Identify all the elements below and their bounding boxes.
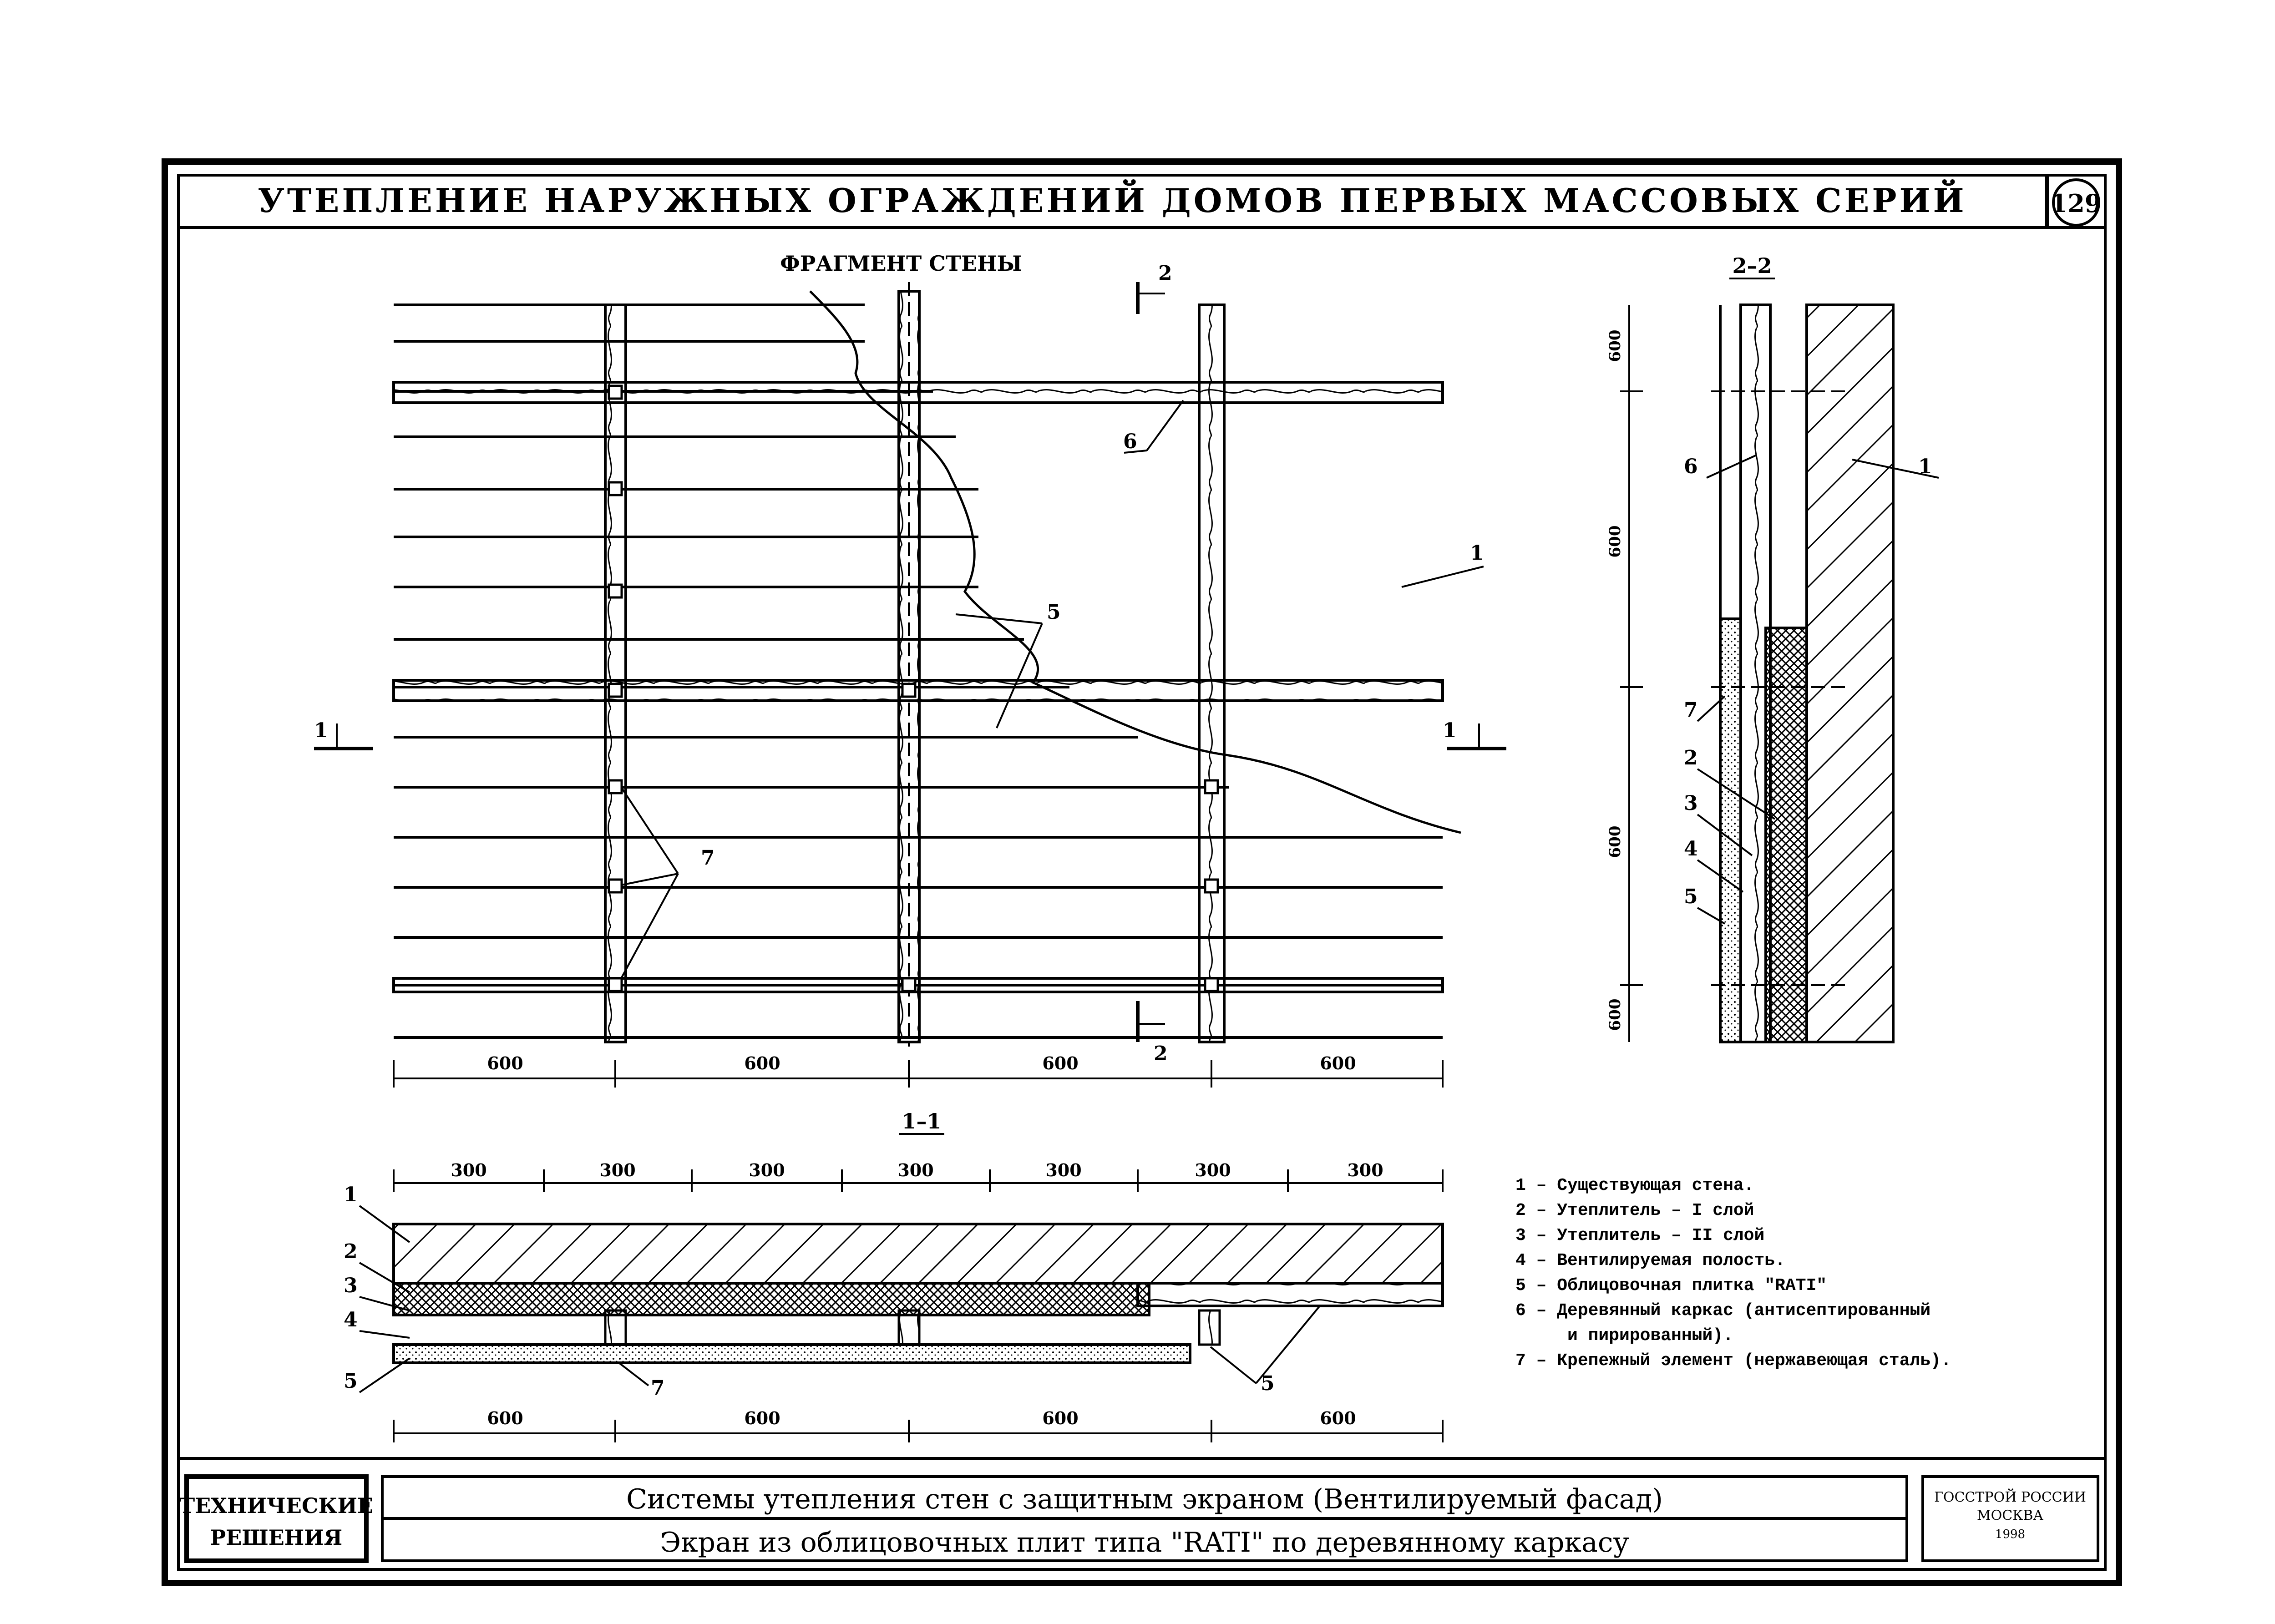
title-block-left-line2: РЕШЕНИЯ bbox=[210, 1525, 343, 1550]
page-title: УТЕПЛЕНИЕ НАРУЖНЫХ ОГРАЖДЕНИЙ ДОМОВ ПЕРВ… bbox=[258, 179, 1966, 220]
dim-1-1-top-5: 300 bbox=[1045, 1160, 1081, 1180]
vertical-stud bbox=[1198, 304, 1226, 1043]
callout-2-2-4: 4 bbox=[1684, 837, 1698, 860]
legend-item: 2 – Утеплитель – I слой bbox=[1515, 1201, 1754, 1220]
callout-2-2-2: 2 bbox=[1684, 746, 1698, 769]
section-mark-2-top: 2 bbox=[1158, 262, 1172, 285]
callout-5: 5 bbox=[1047, 601, 1061, 624]
dim-1-1-top-3: 300 bbox=[749, 1160, 785, 1180]
legend-item: 4 – Вентилируемая полость. bbox=[1515, 1251, 1785, 1270]
section-2-2-title: 2–2 bbox=[1732, 253, 1772, 278]
callout-1-1-2: 2 bbox=[344, 1240, 358, 1263]
stud-plan bbox=[1198, 1309, 1221, 1346]
callout-2-2-3: 3 bbox=[1684, 792, 1698, 815]
section-2-2: 2–2 600 600 600 600 1 6 7 2 3 4 bbox=[1606, 253, 1939, 1043]
callout-2-2-6: 6 bbox=[1684, 455, 1698, 478]
legend-item: 7 – Крепежный элемент (нержавеющая сталь… bbox=[1515, 1351, 1951, 1371]
break-line bbox=[809, 290, 1461, 834]
dim-2-2-2: 600 bbox=[1606, 526, 1624, 558]
dim-fragment-1: 600 bbox=[487, 1053, 523, 1073]
callout-1-1-3: 3 bbox=[344, 1274, 358, 1297]
title-block-left-line1: ТЕХНИЧЕСКИЕ bbox=[179, 1493, 373, 1518]
legend-item: 3 – Утеплитель – II слой bbox=[1515, 1226, 1764, 1245]
dim-1-1-bottom-2: 600 bbox=[744, 1408, 780, 1428]
title-block-org-line2: МОСКВА bbox=[1977, 1508, 2044, 1523]
existing-wall-section bbox=[1805, 304, 1895, 1043]
dim-1-1-bottom-4: 600 bbox=[1320, 1408, 1356, 1428]
outer-frame bbox=[162, 158, 2122, 1586]
dim-1-1-bottom-3: 600 bbox=[1042, 1408, 1078, 1428]
header-box bbox=[177, 174, 2047, 229]
section-mark-1-right: 1 bbox=[1443, 719, 1457, 742]
callout-1-1-7: 7 bbox=[651, 1376, 665, 1400]
dim-2-2-3: 600 bbox=[1606, 826, 1624, 858]
dim-1-1-top-7: 300 bbox=[1347, 1160, 1383, 1180]
section-1-1-title: 1–1 bbox=[902, 1109, 941, 1133]
sheet-number-box bbox=[2047, 174, 2107, 229]
tile-plan bbox=[392, 1343, 1191, 1364]
callout-1-1-4: 4 bbox=[344, 1308, 358, 1331]
title-block-main-line1: Системы утепления стен с защитным экрано… bbox=[626, 1483, 1663, 1515]
dim-1-1-top-4: 300 bbox=[897, 1160, 933, 1180]
section-mark-2-bottom: 2 bbox=[1154, 1042, 1168, 1065]
insulation-section bbox=[1764, 627, 1808, 1043]
dim-1-1-top-1: 300 bbox=[451, 1160, 486, 1180]
wall-fragment: ФРАГМЕНТ СТЕНЫ bbox=[314, 251, 1506, 1088]
dim-fragment-3: 600 bbox=[1042, 1053, 1078, 1073]
dim-fragment-4: 600 bbox=[1320, 1053, 1356, 1073]
callout-6: 6 bbox=[1123, 430, 1137, 453]
section-1-1: 1–1 300 300 300 300 300 300 300 1 2 bbox=[344, 1109, 1444, 1442]
stud-plan bbox=[897, 1309, 921, 1346]
title-block-org-line1: ГОССТРОЙ РОССИИ bbox=[1934, 1488, 2086, 1505]
section-mark-1-left: 1 bbox=[314, 719, 328, 742]
callout-2-2-5: 5 bbox=[1684, 885, 1698, 908]
callout-1-1-1: 1 bbox=[344, 1183, 358, 1206]
legend-item: и пирированный). bbox=[1515, 1326, 1733, 1346]
sheet-number-circle bbox=[2052, 178, 2100, 227]
legend-item: 6 – Деревянный каркас (антисептированный bbox=[1515, 1301, 1930, 1320]
legend: 1 – Существующая стена. 2 – Утеплитель –… bbox=[1515, 1176, 1951, 1371]
legend-item: 1 – Существующая стена. bbox=[1515, 1176, 1754, 1195]
dim-fragment-2: 600 bbox=[744, 1053, 780, 1073]
existing-wall-plan bbox=[392, 1223, 1444, 1285]
sheet-number: 129 bbox=[2051, 189, 2102, 218]
dim-2-2-1: 600 bbox=[1606, 330, 1624, 362]
title-block: ТЕХНИЧЕСКИЕ РЕШЕНИЯ Системы утепления ст… bbox=[178, 1457, 2105, 1563]
vertical-stud bbox=[604, 304, 627, 1043]
title-block-main-line2: Экран из облицовочных плит типа "RATI" п… bbox=[660, 1527, 1629, 1558]
callout-1-1-5: 5 bbox=[344, 1370, 358, 1393]
callout-7: 7 bbox=[701, 846, 715, 870]
fragment-title: ФРАГМЕНТ СТЕНЫ bbox=[780, 251, 1022, 276]
title-block-left bbox=[184, 1474, 369, 1563]
stud-plan bbox=[604, 1309, 627, 1346]
title-block-org-line3: 1998 bbox=[1995, 1528, 2025, 1541]
tile-section bbox=[1719, 617, 1742, 1043]
frame-plan bbox=[1136, 1282, 1444, 1307]
callout-2-2-1: 1 bbox=[1918, 455, 1932, 478]
callout-2-2-7: 7 bbox=[1684, 698, 1698, 722]
callout-1: 1 bbox=[1470, 541, 1484, 565]
insulation-plan bbox=[392, 1282, 1150, 1316]
legend-item: 5 – Облицовочная плитка "RATI" bbox=[1515, 1276, 1827, 1295]
dim-1-1-top-6: 300 bbox=[1195, 1160, 1231, 1180]
fasteners bbox=[608, 384, 1219, 992]
dim-1-1-bottom-1: 600 bbox=[487, 1408, 523, 1428]
dim-1-1-top-2: 300 bbox=[599, 1160, 635, 1180]
title-block-org bbox=[1921, 1475, 2099, 1562]
dim-2-2-4: 600 bbox=[1606, 999, 1624, 1031]
